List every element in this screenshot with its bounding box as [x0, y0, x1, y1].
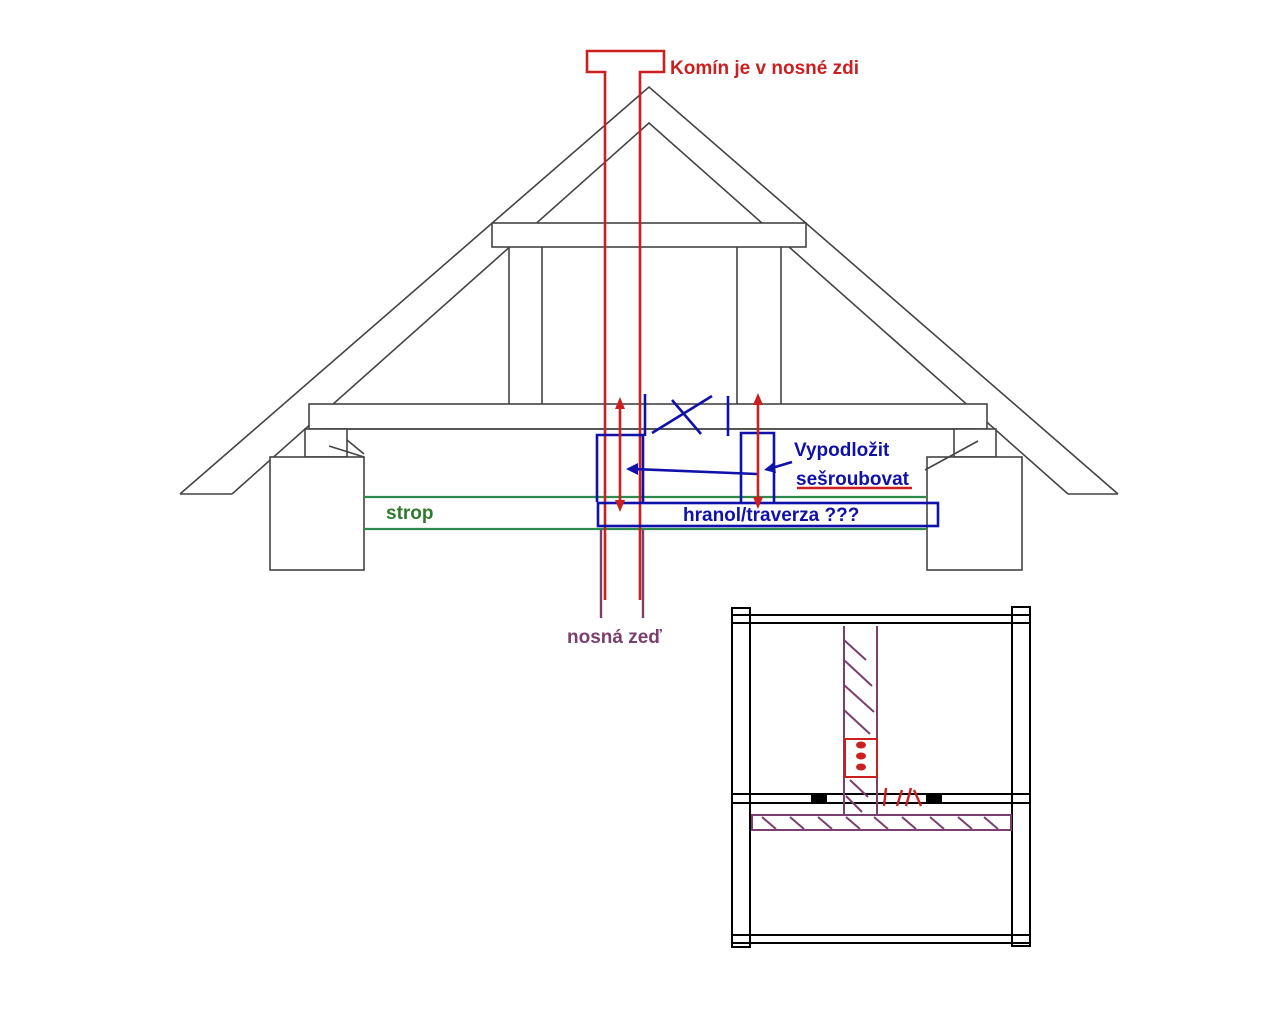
beam-label: hranol/traverza ???: [683, 505, 859, 526]
detail-screw: [912, 789, 923, 807]
detail-hatch: [843, 639, 867, 661]
left-wall: [269, 456, 365, 571]
detail-screw: [904, 787, 913, 807]
left-wall-plate: [304, 428, 348, 458]
detail-bolts: [856, 741, 866, 771]
bolt-arrow-left-bottom: [615, 500, 625, 512]
bearing-wall: [599, 530, 645, 618]
right-strut: [924, 440, 979, 471]
arrow-left-head: [626, 463, 638, 475]
detail-hatch: [817, 816, 833, 830]
detail-screw: [895, 789, 904, 807]
rafter-inner: [231, 121, 1069, 495]
arrow-right-head: [764, 462, 776, 473]
collar-beam: [491, 222, 807, 248]
detail-block-left: [811, 793, 827, 803]
wall-label: nosná zeď: [567, 627, 662, 648]
detail-post-left: [731, 607, 751, 948]
bolt-arrowheads: [615, 393, 763, 512]
cross-mark-b: [671, 399, 702, 435]
detail-hatch: [843, 684, 875, 713]
tie-beam: [308, 403, 988, 430]
detail-hatch: [929, 816, 945, 830]
detail-hatch: [983, 816, 999, 830]
detail-hatch: [849, 779, 869, 798]
right-wall: [926, 456, 1023, 571]
rafter-outer: [179, 85, 1119, 495]
cross-mark-a: [651, 394, 713, 435]
arrow-left-shaft: [633, 467, 758, 476]
bolt-arrow-right-top: [753, 393, 763, 405]
detail-hatch: [843, 659, 873, 687]
roof-structure: [179, 85, 1119, 571]
bolt-label: sešroubovat: [796, 469, 910, 490]
detail-hatch: [761, 816, 777, 830]
annotation-arrowheads: [626, 462, 776, 475]
detail-hatch: [843, 709, 871, 735]
detail-screw: [882, 787, 888, 807]
detail-bolt: [856, 741, 866, 749]
detail-hatch: [873, 816, 889, 830]
arrow-right-shaft: [771, 460, 793, 470]
bolt-arrow-left-top: [615, 397, 625, 409]
chimney-outline: [585, 49, 666, 600]
detail-hatch: [789, 816, 805, 830]
detail-post-right: [1011, 606, 1031, 947]
bolt-arrow-right-bottom: [753, 497, 763, 509]
detail-hatch: [845, 795, 863, 813]
detail-bolt: [856, 763, 866, 771]
ceiling-lines: [364, 495, 927, 531]
detail-section: [731, 606, 1031, 948]
detail-hatch: [957, 816, 973, 830]
detail-bolt: [856, 752, 866, 760]
bolt-arrows: [618, 400, 760, 506]
chimney-label: Komín je v nosné zdi: [670, 58, 859, 79]
left-post-edge: [346, 439, 365, 455]
left-strut: [328, 445, 365, 458]
detail-block-right: [926, 793, 942, 803]
detail-hatch: [901, 816, 917, 830]
beam-box: [596, 501, 940, 528]
detail-floor: [751, 814, 1012, 831]
underlay-label: Vypodložit: [794, 440, 890, 461]
detail-hatch: [845, 816, 861, 830]
ceiling-label: strop: [386, 503, 434, 524]
chimney: [585, 49, 666, 600]
